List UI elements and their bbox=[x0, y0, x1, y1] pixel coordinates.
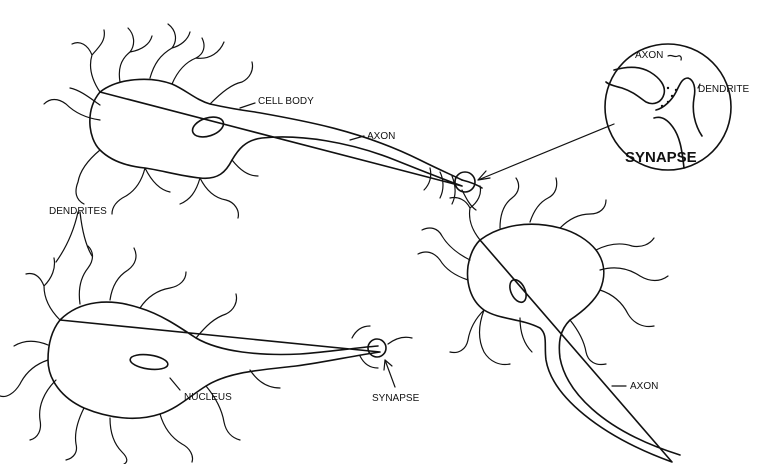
axon-top-pointer-line bbox=[350, 136, 364, 140]
label-nucleus: NUCLEUS bbox=[184, 392, 232, 403]
upper-neuron bbox=[44, 24, 462, 218]
inset-label-dendrite: DENDRITE bbox=[698, 84, 749, 95]
upper-dendrites bbox=[44, 24, 258, 218]
lower-neuron bbox=[0, 212, 380, 464]
right-neuron bbox=[418, 178, 680, 462]
label-cell-body: CELL BODY bbox=[258, 96, 314, 107]
right-nucleus bbox=[507, 277, 530, 305]
upper-axon bbox=[462, 180, 482, 188]
cell-body-pointer-line bbox=[240, 103, 255, 108]
right-cell-body bbox=[468, 224, 680, 462]
inset-label-axon: AXON bbox=[635, 50, 663, 61]
inset-pointer-arrow bbox=[478, 124, 614, 180]
lower-synapse-circle bbox=[368, 339, 386, 357]
lower-nucleus bbox=[129, 352, 169, 371]
dendrites-pointer-lines bbox=[56, 212, 92, 262]
right-dendrites bbox=[418, 178, 668, 365]
nucleus-pointer-line bbox=[170, 378, 180, 390]
inset-title-synapse: SYNAPSE bbox=[625, 149, 697, 166]
label-axon-top: AXON bbox=[367, 131, 395, 142]
upper-synapse-circle bbox=[455, 172, 475, 192]
label-dendrites: DENDRITES bbox=[49, 206, 107, 217]
label-synapse-lower: SYNAPSE bbox=[372, 393, 420, 404]
inset-axon-arrow bbox=[668, 55, 681, 60]
label-axon-bottom: AXON bbox=[630, 381, 658, 392]
